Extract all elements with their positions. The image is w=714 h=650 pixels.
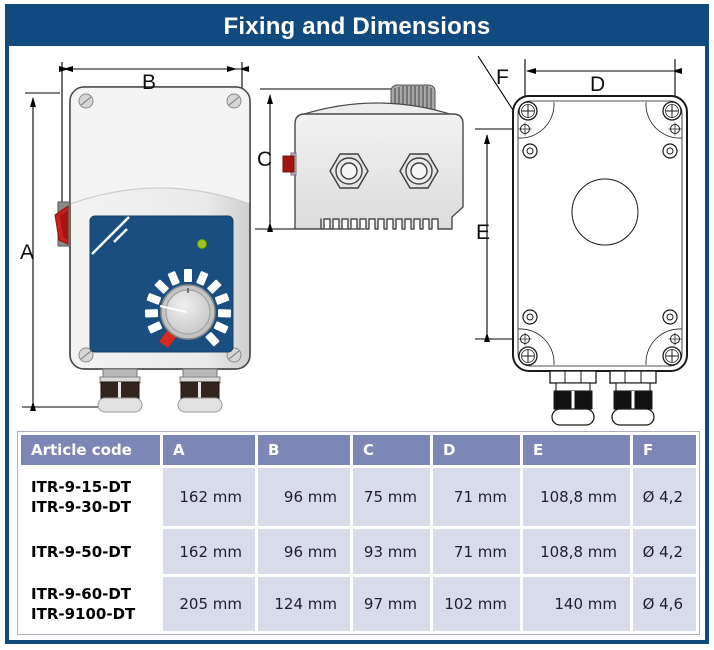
table-header-row: Article code A B C D E F: [18, 432, 699, 468]
power-switch-side: [282, 152, 297, 176]
enclosure-bottom-body: [294, 113, 464, 230]
dim-a-cell: 205 mm: [160, 574, 258, 634]
dim-b-cell: 96 mm: [255, 465, 353, 529]
panel-slash-decoration: [91, 216, 130, 255]
knob-scale-min-mark: [159, 330, 176, 348]
cable-gland-right-front: [177, 368, 223, 413]
article-code-cell: ITR-9-50-DT: [18, 526, 163, 577]
dim-e-cell: 140 mm: [520, 574, 633, 634]
dim-d-cell: 71 mm: [430, 526, 523, 577]
back-view-svg: [475, 55, 688, 426]
table-row: ITR-9-50-DT 162 mm 96 mm 93 mm 71 mm 108…: [18, 526, 699, 577]
dimensions-table: Article code A B C D E F ITR-9-15-DT ITR…: [17, 431, 700, 635]
control-knob: [144, 269, 232, 348]
dim-label-E: E: [476, 221, 491, 244]
front-view-figure: A B: [18, 54, 263, 426]
dim-e-cell: 108,8 mm: [520, 526, 633, 577]
bottom-view-svg: [255, 84, 464, 232]
bottom-view-figure: C: [255, 57, 480, 252]
boss-rings: [522, 143, 678, 325]
power-switch: [54, 201, 71, 247]
dim-d-cell: 71 mm: [430, 465, 523, 529]
page-title: Fixing and Dimensions: [223, 13, 491, 40]
page-header: Fixing and Dimensions: [9, 8, 705, 46]
col-header-c: C: [350, 432, 433, 468]
gland-nut-right: [399, 153, 439, 189]
center-knockout-circle: [571, 178, 639, 246]
dim-b-cell: 124 mm: [255, 574, 353, 634]
dim-d-cell: 102 mm: [430, 574, 523, 634]
dim-a-cell: 162 mm: [160, 465, 258, 529]
col-header-article-code: Article code: [18, 432, 163, 468]
fixing-hole-f: [518, 122, 532, 136]
led-indicator: [197, 239, 207, 249]
dim-c-cell: 93 mm: [350, 526, 433, 577]
col-header-b: B: [255, 432, 353, 468]
enclosure-back: [512, 95, 688, 372]
back-view-figure: D F E: [470, 54, 700, 429]
cable-gland-left-back: [549, 370, 597, 426]
front-view-svg: [22, 62, 251, 413]
col-header-d: D: [430, 432, 523, 468]
article-code-cell: ITR-9-60-DT ITR-9100-DT: [18, 574, 163, 634]
dim-label-A: A: [20, 241, 35, 264]
col-header-a: A: [160, 432, 258, 468]
article-code-cell: ITR-9-15-DT ITR-9-30-DT: [18, 465, 163, 529]
cable-gland-right-back: [609, 370, 657, 426]
corner-screw: [518, 101, 538, 121]
enclosure-dome: [300, 102, 454, 116]
drawings-section: A B: [9, 46, 705, 432]
dim-e-cell: 108,8 mm: [520, 465, 633, 529]
dim-label-D: D: [590, 73, 606, 96]
page-frame: Fixing and Dimensions: [5, 4, 709, 644]
gland-nut-left: [329, 153, 369, 189]
dimension-lines-front: [22, 62, 249, 411]
col-header-e: E: [520, 432, 633, 468]
mounting-details: [518, 101, 682, 366]
dim-c-cell: 97 mm: [350, 574, 433, 634]
dim-c-cell: 75 mm: [350, 465, 433, 529]
dim-b-cell: 96 mm: [255, 526, 353, 577]
dim-label-B: B: [142, 71, 157, 94]
dim-f-cell: Ø 4,2: [630, 465, 699, 529]
table-row: ITR-9-15-DT ITR-9-30-DT 162 mm 96 mm 75 …: [18, 465, 699, 529]
dim-f-cell: Ø 4,2: [630, 526, 699, 577]
dim-label-C: C: [257, 148, 273, 171]
dim-label-F: F: [496, 66, 509, 89]
col-header-f: F: [630, 432, 699, 468]
dim-f-cell: Ø 4,6: [630, 574, 699, 634]
dim-a-cell: 162 mm: [160, 526, 258, 577]
table-row: ITR-9-60-DT ITR-9100-DT 205 mm 124 mm 97…: [18, 574, 699, 634]
cable-gland-left-front: [97, 368, 143, 413]
